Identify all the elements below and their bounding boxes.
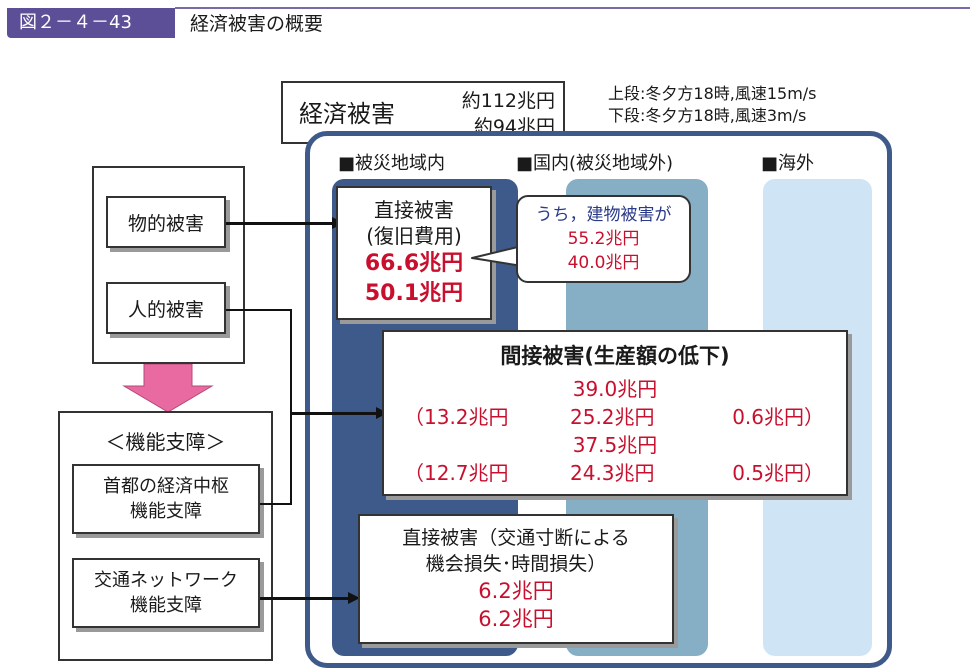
indirect-upper-domestic: 25.2兆円 [570,405,655,429]
direct-damage-lower: 50.1兆円 [364,281,464,306]
transport-network-line2: 機能支障 [130,595,202,616]
connector-human-horizontal [226,309,292,311]
arrow-transport-to-direct [260,597,352,600]
indirect-lower-affected: （12.7兆円 [404,461,509,485]
indirect-upper-affected: （13.2兆円 [404,405,509,429]
direct-damage-title-line2: (復旧費用) [366,224,462,248]
indirect-damage-title: 間接被害(生産額の低下) [500,344,730,368]
figure-number-badge: 図２－４－43 [7,8,175,38]
transport-damage-title-line2: 機会損失･時間損失） [425,553,607,575]
building-damage-callout: うち，建物被害が 55.2兆円 40.0兆円 [516,195,691,283]
indirect-upper-total: 39.0兆円 [572,377,658,401]
arrow-physical-to-direct [226,222,336,225]
scenario-note-upper: 上段:冬夕方18時,風速15m/s [608,84,817,103]
scenario-note-lower: 下段:冬夕方18時,風速3m/s [608,106,807,125]
direct-damage-title-line1: 直接被害 [374,198,454,222]
human-damage-label: 人的被害 [127,298,204,321]
arrow-to-indirect [290,412,380,415]
indirect-upper-overseas: 0.6兆円） [732,405,824,429]
transport-damage-upper: 6.2兆円 [478,579,554,603]
function-disruption-title: ＜機能支障＞ [105,430,226,454]
down-arrow-icon [122,364,214,413]
column-header-domestic: ■国内(被災地域外) [516,153,674,174]
direct-damage-box: 直接被害 (復旧費用) 66.6兆円 50.1兆円 [336,186,492,320]
connector-capital-horizontal [260,503,292,505]
human-damage-box: 人的被害 [106,282,226,334]
physical-damage-label: 物的被害 [127,212,204,235]
transport-damage-lower: 6.2兆円 [478,607,554,631]
direct-damage-upper: 66.6兆円 [364,251,464,276]
arrowhead-icon [348,592,360,604]
indirect-lower-domestic: 24.3兆円 [570,461,655,485]
header-rule [175,7,970,9]
transport-damage-box: 直接被害（交通寸断による 機会損失･時間損失） 6.2兆円 6.2兆円 [358,514,674,644]
transport-network-box: 交通ネットワーク 機能支障 [72,558,260,628]
physical-damage-box: 物的被害 [106,196,226,248]
figure-title: 経済被害の概要 [190,13,324,35]
building-damage-lower: 40.0兆円 [567,253,640,273]
column-header-overseas: ■海外 [761,153,815,174]
connector-vertical [290,309,292,505]
indirect-lower-overseas: 0.5兆円） [732,461,824,485]
building-damage-label: うち，建物被害が [535,205,672,225]
summary-upper-value: 約112兆円 [461,90,555,112]
capital-function-line2: 機能支障 [130,501,202,522]
capital-function-line1: 首都の経済中枢 [103,476,229,497]
indirect-lower-total: 37.5兆円 [572,433,658,457]
capital-function-box: 首都の経済中枢 機能支障 [72,464,260,534]
transport-network-line1: 交通ネットワーク [94,570,238,591]
indirect-damage-box: 間接被害(生産額の低下) 39.0兆円 （13.2兆円 25.2兆円 0.6兆円… [382,330,848,496]
column-header-affected: ■被災地域内 [338,153,446,174]
building-damage-upper: 55.2兆円 [567,229,640,249]
transport-damage-title-line1: 直接被害（交通寸断による [402,527,630,549]
summary-label: 経済被害 [299,100,395,128]
